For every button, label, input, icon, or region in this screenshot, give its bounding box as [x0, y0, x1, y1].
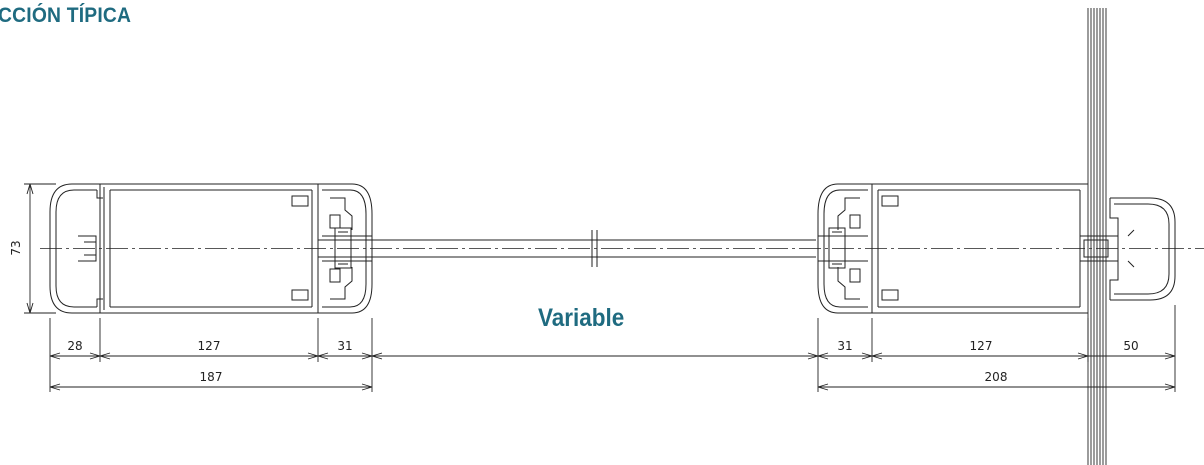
dim-right-50: 50 — [1123, 339, 1138, 353]
dim-left-127: 127 — [198, 339, 221, 353]
right-mullion-profile — [817, 183, 1176, 314]
dim-right-127: 127 — [970, 339, 993, 353]
dim-right-208: 208 — [985, 370, 1008, 384]
left-mullion-profile — [49, 183, 373, 314]
dim-left-28: 28 — [67, 339, 82, 353]
dim-left-31: 31 — [337, 339, 352, 353]
dim-left-187: 187 — [200, 370, 223, 384]
page-title: CCIÓN TÍPICA — [0, 4, 132, 27]
dim-right-31: 31 — [837, 339, 852, 353]
dim-height-73: 73 — [9, 240, 23, 255]
variable-label: Variable — [538, 304, 625, 332]
dimension-lines — [24, 183, 1176, 392]
